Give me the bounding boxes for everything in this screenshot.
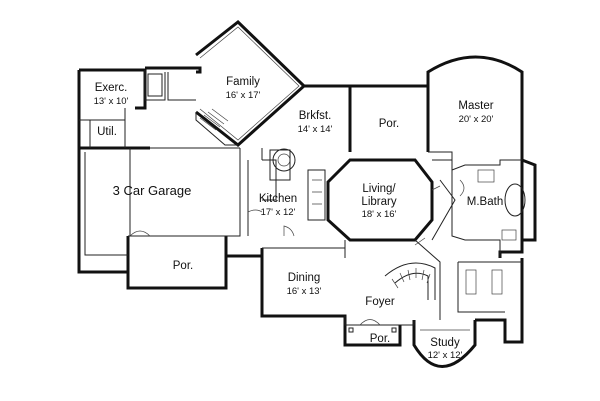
foyer-label: Foyer (365, 296, 395, 308)
breakfast-dims: 14' x 14' (298, 124, 333, 135)
study-label: Study (430, 337, 460, 349)
exercise-room-label: Exerc. (95, 82, 128, 94)
family-room-dims: 16' x 17' (226, 90, 261, 101)
living-dims: 18' x 16' (362, 209, 397, 220)
living-label-line1: Living/ (362, 183, 396, 195)
exercise-room-dims: 13' x 10' (94, 96, 129, 107)
porch-front-label: Por. (370, 333, 390, 345)
master-label: Master (458, 100, 493, 112)
kitchen-label: Kitchen (259, 193, 297, 205)
porch-top-label: Por. (379, 118, 399, 130)
dining-label: Dining (288, 272, 321, 284)
breakfast-label: Brkfst. (299, 110, 332, 122)
room-labels: Exerc. 13' x 10' Family 16' x 17' Brkfst… (94, 76, 504, 361)
porch-left-label: Por. (173, 260, 193, 272)
dining-dims: 16' x 13' (287, 286, 322, 297)
master-bath-label: M.Bath (467, 196, 503, 208)
study-dims: 12' x 12' (428, 350, 463, 361)
door-swings (129, 179, 465, 326)
kitchen-dims: 17' x 12' (261, 207, 296, 218)
living-label-line2: Library (361, 196, 396, 208)
master-dims: 20' x 20' (459, 114, 494, 125)
interior-walls (79, 26, 526, 333)
family-room-label: Family (226, 76, 260, 88)
utility-label: Util. (97, 126, 117, 138)
garage-label: 3 Car Garage (113, 183, 192, 198)
